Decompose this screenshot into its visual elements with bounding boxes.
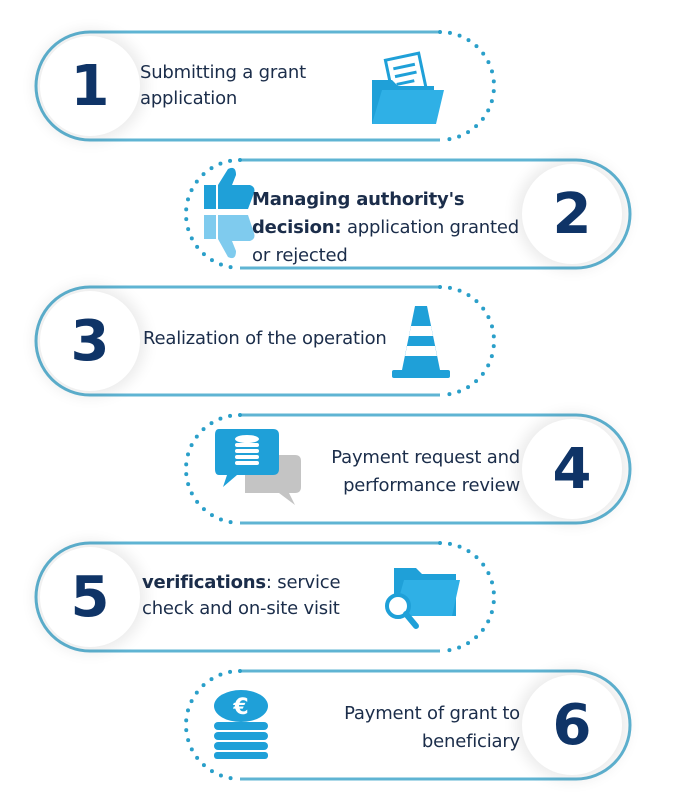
step-1-dotted-edge bbox=[438, 30, 496, 142]
step-2-label-text: application granted or rejected bbox=[252, 217, 519, 266]
step-6-number: 6 bbox=[522, 675, 622, 775]
thumbs-up-down-icon bbox=[204, 167, 255, 259]
step-1-outline bbox=[34, 30, 440, 142]
step-5-outline bbox=[34, 541, 440, 653]
step-2-number: 2 bbox=[522, 164, 622, 264]
step-4-outline bbox=[240, 413, 632, 525]
traffic-cone-icon bbox=[392, 306, 450, 378]
step-2-label-bold: Managing authority's decision: bbox=[252, 189, 465, 238]
step-5-label-bold: verifications bbox=[142, 572, 266, 593]
step-6-label: Payment of grant to beneficiary bbox=[344, 703, 520, 752]
step-1-number: 1 bbox=[40, 36, 140, 136]
svg-text:€: € bbox=[232, 695, 248, 720]
step-2-label: Managing authority's decision: applicati… bbox=[252, 186, 522, 270]
step-6-outline bbox=[240, 669, 632, 781]
step-4-number: 4 bbox=[522, 419, 622, 519]
step-2-outline bbox=[240, 158, 632, 270]
step-1-label: Submitting a grant application bbox=[140, 62, 306, 109]
step-5-number: 5 bbox=[40, 547, 140, 647]
step-4-label: Payment request and performance review bbox=[331, 447, 520, 496]
step-3-outline bbox=[34, 285, 440, 397]
step-5-label: verifications: service check and on-site… bbox=[142, 570, 382, 622]
folder-documents-icon bbox=[372, 51, 444, 124]
folder-magnifier-icon bbox=[385, 568, 460, 629]
step-3-number: 3 bbox=[40, 291, 140, 391]
euro-coins-stack-icon: € bbox=[214, 690, 268, 759]
step-5-label-text: : service check and on-site visit bbox=[142, 572, 341, 619]
step-3-label: Realization of the operation bbox=[143, 328, 387, 349]
chat-coins-icon bbox=[215, 429, 301, 505]
